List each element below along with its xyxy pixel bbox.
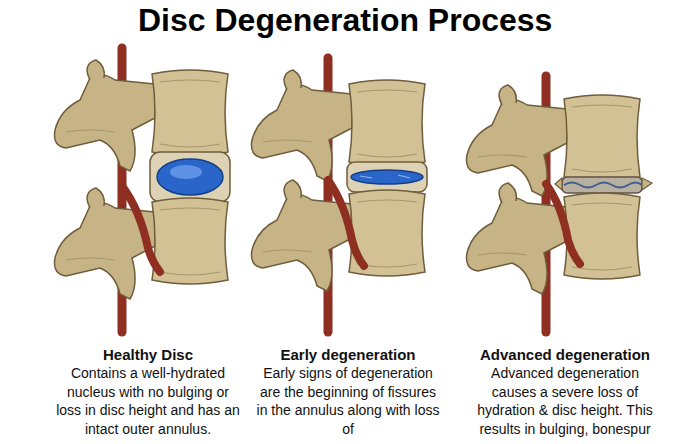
- caption-heading: Healthy Disc: [55, 345, 241, 364]
- caption-column: Early degenerationEarly signs of degener…: [255, 345, 441, 438]
- caption-text: Early signs of degeneration are the begi…: [255, 364, 441, 438]
- caption-text: Contains a well-hydrated nucleus with no…: [55, 364, 241, 438]
- diagram-title: Disc Degeneration Process: [138, 2, 552, 38]
- caption-text: Advanced degeneration causes a severe lo…: [472, 364, 658, 438]
- caption-heading: Early degeneration: [255, 345, 441, 364]
- caption-column: Advanced degenerationAdvanced degenerati…: [472, 345, 658, 438]
- caption-column: Healthy DiscContains a well-hydrated nuc…: [55, 345, 241, 438]
- caption-heading: Advanced degeneration: [472, 345, 658, 364]
